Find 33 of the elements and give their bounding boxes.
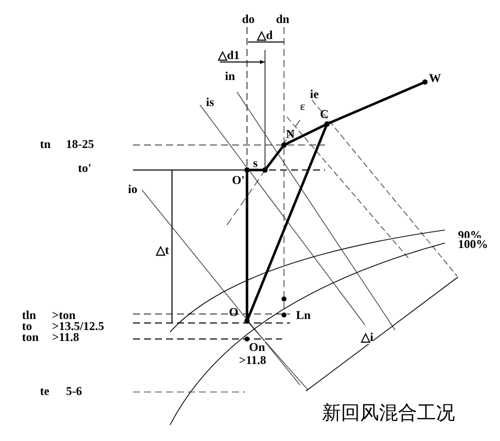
axis-label: 18-25 — [66, 138, 94, 151]
axis-label: do — [242, 13, 255, 26]
axis-label: to — [22, 320, 32, 333]
point-label: N — [286, 128, 295, 141]
axis-label: in — [225, 70, 236, 83]
point-label: C — [320, 108, 329, 121]
axis-label: to' — [78, 162, 92, 175]
point-label: s — [253, 157, 258, 170]
axis-label: tln — [22, 309, 36, 322]
axis-label: ton — [22, 331, 39, 344]
axis-label: io — [128, 183, 138, 196]
process-line — [244, 121, 330, 324]
axis-label: △d — [257, 29, 273, 42]
axis-label: △d1 — [218, 49, 240, 62]
caption: 新回风混合工况 — [322, 402, 455, 424]
axis-label: te — [40, 385, 50, 398]
axis-label: ie — [310, 88, 319, 101]
axis-label: dn — [276, 13, 290, 26]
axis-label: >11.8 — [239, 354, 266, 367]
point-label: O' — [232, 174, 245, 187]
axis-label: △t — [156, 244, 169, 257]
axis-label: >ton — [52, 309, 76, 322]
axis-label: 100% — [458, 238, 488, 251]
axis-label: Ln — [296, 309, 311, 322]
axis-label: ε — [300, 100, 306, 113]
axis-label: is — [206, 96, 214, 109]
axis-label: tn — [40, 138, 51, 151]
axis-label: △i — [361, 331, 374, 344]
axis-label: >11.8 — [52, 331, 80, 344]
point-label: W — [429, 72, 441, 85]
axis-label: On — [249, 341, 266, 354]
axis-label: >13.5/12.5 — [52, 320, 104, 333]
axis-label: 5-6 — [66, 385, 82, 398]
